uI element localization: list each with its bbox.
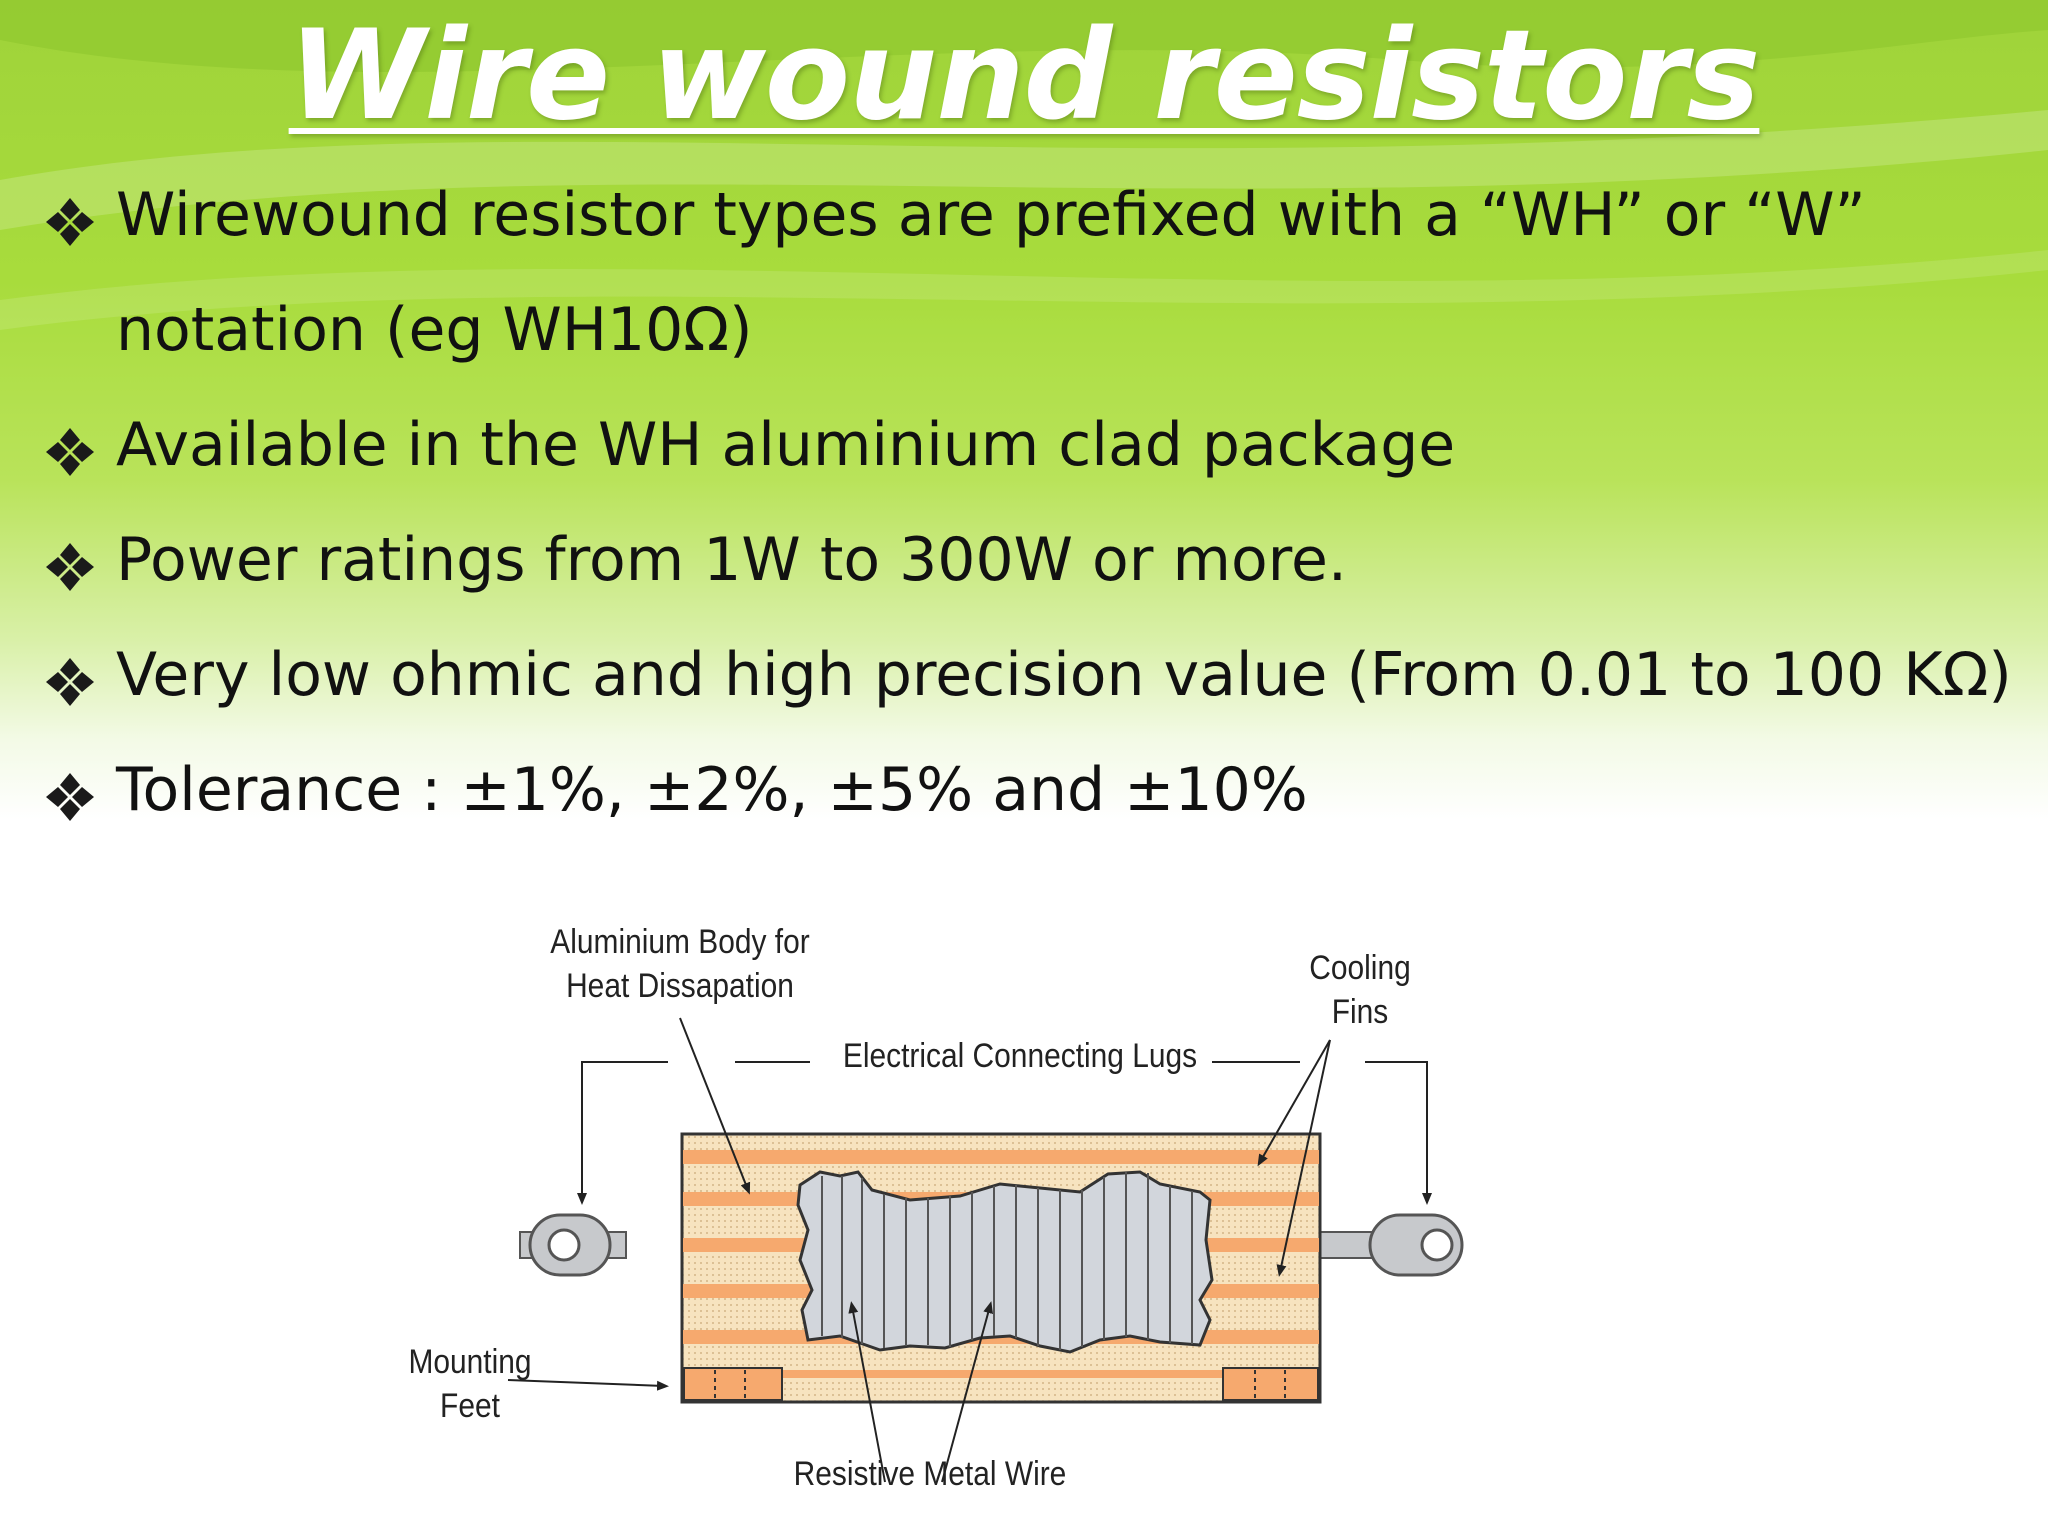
resistor-diagram: Aluminium Body for Heat Dissapation Elec… bbox=[408, 900, 1540, 1520]
bullet-item: Wirewound resistor types are prefixed wi… bbox=[44, 158, 1956, 388]
label-resistive-wire: Resistive Metal Wire bbox=[772, 1452, 1089, 1496]
four-diamond-bullet-icon bbox=[46, 198, 94, 246]
bullet-text: Wirewound resistor types are prefixed wi… bbox=[116, 180, 1866, 365]
label-body-line2: Heat Dissapation bbox=[566, 967, 794, 1005]
label-body-line1: Aluminium Body for bbox=[550, 923, 810, 961]
label-aluminium-body: Aluminium Body for Heat Dissapation bbox=[530, 920, 829, 1008]
label-cooling-fins: Cooling Fins bbox=[1290, 946, 1431, 1034]
four-diamond-bullet-icon bbox=[46, 543, 94, 591]
four-diamond-bullet-icon bbox=[46, 773, 94, 821]
resistor-drawing bbox=[507, 1017, 1464, 1483]
slide-title: Wire wound resistors bbox=[288, 4, 1761, 148]
label-fins-line2: Fins bbox=[1331, 993, 1389, 1031]
bullet-text: Very low ohmic and high precision value … bbox=[116, 640, 2012, 710]
label-feet-line1: Mounting bbox=[408, 1343, 532, 1381]
left-lug bbox=[519, 1213, 627, 1277]
bullet-item: Tolerance : ±1%, ±2%, ±5% and ±10% bbox=[44, 733, 2034, 848]
label-wire-text: Resistive Metal Wire bbox=[793, 1455, 1067, 1493]
label-mounting-feet: Mounting Feet bbox=[391, 1340, 549, 1428]
four-diamond-bullet-icon bbox=[46, 428, 94, 476]
label-feet-line2: Feet bbox=[440, 1387, 500, 1425]
label-lugs-text: Electrical Connecting Lugs bbox=[842, 1037, 1198, 1075]
bullet-item: Very low ohmic and high precision value … bbox=[44, 618, 2034, 733]
right-lug bbox=[1315, 1213, 1464, 1277]
resistive-wire-core bbox=[796, 1170, 1214, 1354]
label-connecting-lugs: Electrical Connecting Lugs bbox=[835, 1034, 1205, 1078]
bullet-text: Tolerance : ±1%, ±2%, ±5% and ±10% bbox=[116, 755, 1308, 825]
leader-lines bbox=[507, 1017, 1432, 1483]
bullet-item: Power ratings from 1W to 300W or more. bbox=[44, 503, 2034, 618]
bullet-text: Power ratings from 1W to 300W or more. bbox=[116, 525, 1347, 595]
bullet-item: Available in the WH aluminium clad packa… bbox=[44, 388, 2034, 503]
label-fins-line1: Cooling bbox=[1309, 949, 1411, 987]
bullet-list: Wirewound resistor types are prefixed wi… bbox=[44, 158, 2034, 848]
bullet-text: Available in the WH aluminium clad packa… bbox=[116, 410, 1456, 480]
four-diamond-bullet-icon bbox=[46, 658, 94, 706]
